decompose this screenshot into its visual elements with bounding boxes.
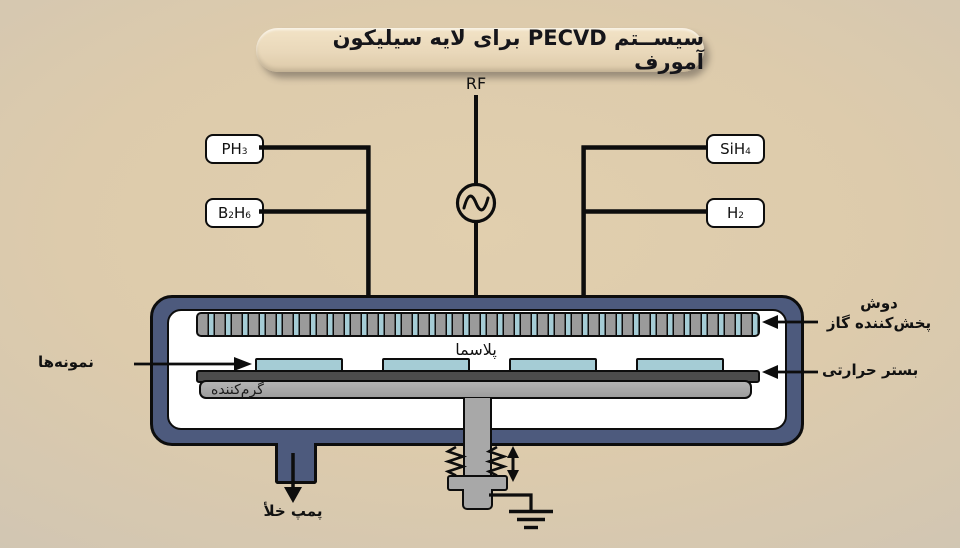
gas-b2h6-text2: H: [234, 203, 246, 222]
updown-arrowhead-top: [507, 446, 519, 458]
gas-shower-head: [196, 312, 760, 337]
heater-support-base: [462, 489, 493, 510]
heater-label: گرم‌کننده: [211, 381, 264, 398]
ac-source-icon: [455, 182, 497, 224]
gas-h2-text: H: [726, 203, 739, 222]
thermal-bed-label: بستر حرارتی: [822, 361, 919, 379]
vacuum-pump-label: پمپ خلأ: [263, 502, 323, 520]
gas-ph3-sub: 3: [241, 146, 248, 157]
gas-ph3-text: PH: [221, 139, 242, 158]
heater-support-column: [463, 398, 492, 478]
gas-sih4-sub: 4: [745, 146, 751, 157]
rf-label: RF: [465, 74, 487, 93]
updown-arrowhead-bottom: [507, 470, 519, 482]
gas-h2-sub: 2: [738, 210, 744, 221]
shower-label: دوش پخش‌کننده گاز: [818, 293, 940, 333]
samples-label: نمونه‌ها: [38, 353, 94, 371]
gas-b2h6-sub2: 6: [245, 210, 252, 221]
vacuum-arrowhead: [284, 487, 302, 503]
diagram-title: سیســتم PECVD برای لایه سیلیکون آمورف: [256, 26, 704, 74]
plasma-label: پلاسما: [455, 340, 497, 359]
gas-b2h6-sub1: 2: [228, 210, 234, 221]
shower-label-line2: پخش‌کننده گاز: [826, 314, 932, 332]
diagram-title-text: سیســتم PECVD برای لایه سیلیکون آمورف: [332, 26, 704, 74]
gas-sih4-text: SiH: [720, 139, 746, 158]
heater-plate: گرم‌کننده: [199, 380, 752, 399]
spring-icon: [443, 445, 468, 477]
vacuum-port: [275, 443, 317, 484]
ground-icon: [489, 493, 553, 530]
shower-label-line1: دوش: [860, 294, 898, 312]
gas-b2h6-text1: B: [217, 203, 229, 222]
